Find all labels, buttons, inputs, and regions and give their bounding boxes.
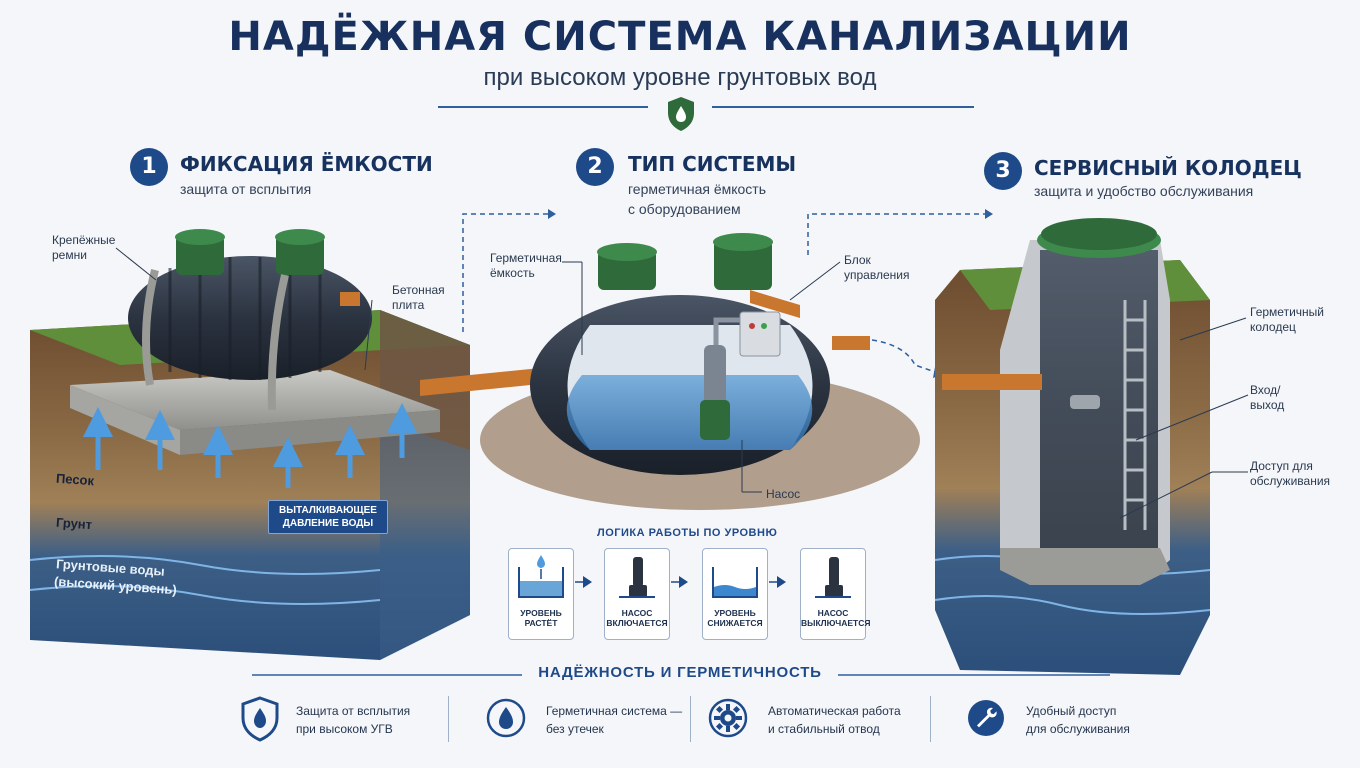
label-pump: Насос xyxy=(766,487,801,501)
label-sand: Песок xyxy=(55,470,95,489)
feature-2-line1: Герметичная система — xyxy=(546,704,683,718)
label-inout-line2: выход xyxy=(1250,398,1285,412)
label-soil: Грунт xyxy=(55,514,93,533)
logic-step-3-line2: СНИЖАЕТСЯ xyxy=(707,618,763,628)
logic-step-1-line2: РАСТЁТ xyxy=(524,618,558,628)
label-slab-line1: Бетонная xyxy=(392,283,445,297)
logic-step-2-line2: ВКЛЮЧАЕТСЯ xyxy=(606,618,668,628)
logic-title: ЛОГИКА РАБОТЫ ПО УРОВНЮ xyxy=(597,527,778,539)
section-3-subtitle: защита и удобство обслуживания xyxy=(1034,183,1254,199)
section-2-number: 2 xyxy=(576,148,614,186)
label-control-line1: Блок xyxy=(844,253,871,267)
logic-step-pump-off: НАСОС ВЫКЛЮЧАЕТСЯ xyxy=(800,548,871,640)
label-tank-line1: Герметичная xyxy=(490,251,562,265)
label-well-line1: Герметичный xyxy=(1250,305,1324,319)
feature-4-line2: для обслуживания xyxy=(1026,722,1130,736)
feature-divider xyxy=(448,696,449,742)
logic-step-1-line1: УРОВЕНЬ xyxy=(520,608,562,618)
pressure-callout-line1: ВЫТАЛКИВАЮЩЕЕ xyxy=(279,505,377,516)
section-2-title: ТИП СИСТЕМЫ xyxy=(628,152,797,176)
feature-2-line2: без утечек xyxy=(546,722,604,736)
header-divider-left xyxy=(438,106,648,108)
shield-drop-icon xyxy=(668,97,694,131)
label-straps-line1: Крепёжные xyxy=(52,233,116,247)
logic-step-4-line2: ВЫКЛЮЧАЕТСЯ xyxy=(801,618,871,628)
section-1-subtitle: защита от всплытия xyxy=(180,181,312,197)
logic-step-level-drops: УРОВЕНЬ СНИЖАЕТСЯ xyxy=(702,548,768,640)
feature-1-line1: Защита от всплытия xyxy=(296,704,411,718)
section-3-number: 3 xyxy=(984,152,1022,190)
feature-4-line1: Удобный доступ xyxy=(1026,704,1117,718)
feature-1-line2: при высоком УГВ xyxy=(296,722,393,736)
bottom-title: НАДЁЖНОСТЬ И ГЕРМЕТИЧНОСТЬ xyxy=(538,664,822,681)
section-1-number: 1 xyxy=(130,148,168,186)
section-2-subtitle-line1: герметичная ёмкость xyxy=(628,181,767,197)
label-access-line1: Доступ для xyxy=(1250,459,1313,473)
section-2-subtitle-line2: с оборудованием xyxy=(628,201,741,217)
logic-step-level-rises: УРОВЕНЬ РАСТЁТ xyxy=(508,548,574,640)
section-1-title: ФИКСАЦИЯ ЁМКОСТИ xyxy=(180,152,433,176)
section-3-title: СЕРВИСНЫЙ КОЛОДЕЦ xyxy=(1034,156,1302,180)
pump-on-icon xyxy=(619,557,655,598)
label-inout-line1: Вход/ xyxy=(1250,383,1281,397)
shield-drop-icon xyxy=(241,696,279,742)
label-slab-line2: плита xyxy=(392,298,425,312)
label-tank-line2: ёмкость xyxy=(490,266,535,280)
page-title: НАДЁЖНАЯ СИСТЕМА КАНАЛИЗАЦИИ xyxy=(228,14,1132,60)
logic-step-2-line1: НАСОС xyxy=(621,608,653,618)
gear-icon xyxy=(708,698,748,738)
pressure-callout-line2: ДАВЛЕНИЕ ВОДЫ xyxy=(282,518,374,529)
feature-divider xyxy=(930,696,931,742)
label-well-line2: колодец xyxy=(1250,320,1296,334)
feature-3-line2: и стабильный отвод xyxy=(768,722,880,736)
level-rising-icon xyxy=(518,555,564,598)
label-control-line2: управления xyxy=(844,268,910,282)
water-drop-icon xyxy=(486,698,526,738)
level-dropping-icon xyxy=(712,567,758,598)
logic-step-4-line1: НАСОС xyxy=(817,608,849,618)
feature-3-line1: Автоматическая работа xyxy=(768,704,901,718)
logic-step-3-line1: УРОВЕНЬ xyxy=(714,608,756,618)
pressure-callout: ВЫТАЛКИВАЮЩЕЕ ДАВЛЕНИЕ ВОДЫ xyxy=(268,500,388,534)
wrench-icon xyxy=(968,700,1004,736)
feature-divider xyxy=(690,696,691,742)
header-divider-right xyxy=(712,106,974,108)
label-access-line2: обслуживания xyxy=(1250,474,1331,488)
pump-off-icon xyxy=(815,557,851,598)
page-subtitle: при высоком уровне грунтовых вод xyxy=(483,64,877,91)
logic-step-pump-on: НАСОС ВКЛЮЧАЕТСЯ xyxy=(604,548,670,640)
label-straps-line2: ремни xyxy=(52,248,87,262)
